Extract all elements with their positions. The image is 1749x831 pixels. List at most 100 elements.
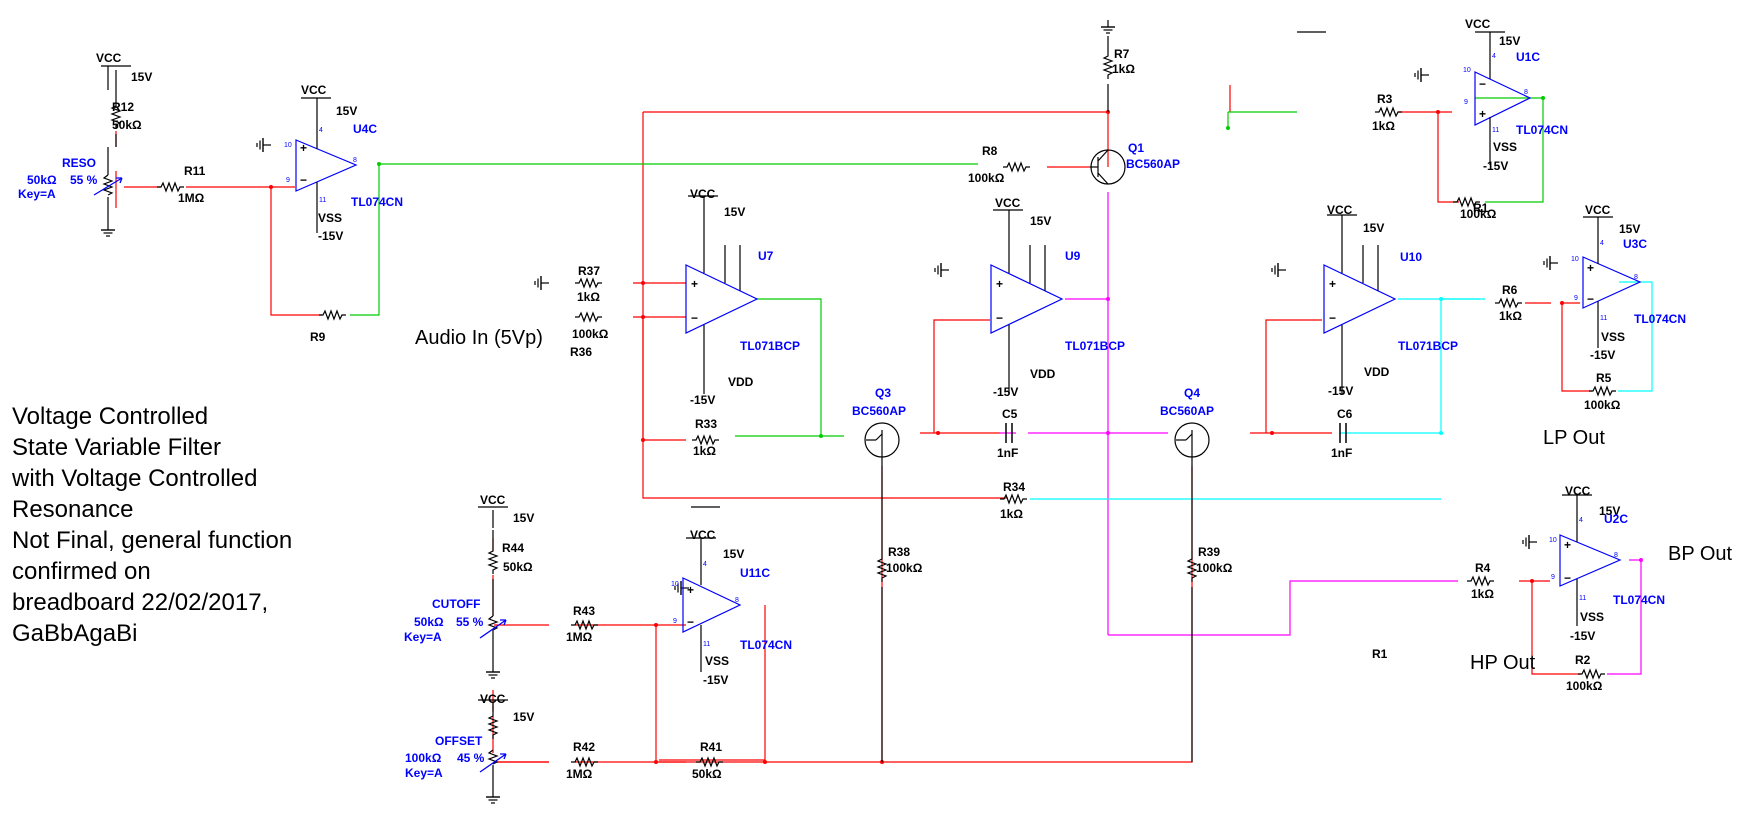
resistor-id: R44 [502, 541, 524, 555]
resistor-value: 1kΩ [1112, 62, 1135, 76]
opamp-id: U4C [353, 122, 377, 136]
resistor-id: R43 [573, 604, 595, 618]
svg-text:+: + [996, 277, 1003, 291]
capacitor-id: C5 [1002, 407, 1018, 421]
vcc-label: VCC [995, 196, 1021, 210]
resistor-value: 1kΩ [1499, 309, 1522, 323]
junction-dots [269, 110, 1564, 764]
vm15-label: -15V [318, 229, 343, 243]
transistor-part: BC560AP [1126, 157, 1180, 171]
vss-label: VSS [705, 654, 729, 668]
pot-value: 50kΩ [27, 173, 57, 187]
pot-name: OFFSET [435, 734, 483, 748]
v15-label: 15V [336, 104, 357, 118]
vm15-label: -15V [1590, 348, 1615, 362]
opamp-part: TL074CN [351, 195, 403, 209]
svg-text:9: 9 [286, 177, 290, 184]
svg-text:8: 8 [735, 597, 739, 604]
resistor-value: 50kΩ [692, 767, 722, 781]
hp-out-label: HP Out [1470, 652, 1536, 674]
description-line: breadboard 22/02/2017, [12, 589, 269, 616]
description-line: with Voltage Controlled [12, 465, 258, 492]
signal-labels: Audio In (5Vp) LP Out BP Out HP Out [415, 327, 1733, 674]
svg-text:−: − [300, 173, 307, 187]
resistor-id: R39 [1198, 545, 1220, 559]
opamp-part: TL071BCP [1398, 339, 1458, 353]
svg-text:+: + [1564, 538, 1571, 552]
vcc-label: VCC [1465, 17, 1491, 31]
resistor-id: R1 [1473, 201, 1489, 215]
potentiometers [102, 147, 499, 790]
pot-percent: 55 % [70, 173, 98, 187]
description-line: Voltage Controlled [12, 403, 209, 430]
svg-text:10: 10 [1463, 67, 1471, 74]
transistor-id: Q4 [1184, 386, 1200, 400]
svg-text:+: + [1587, 261, 1594, 275]
v15-label: 15V [1363, 221, 1384, 235]
v15-label: 15V [513, 710, 534, 724]
resistor-id: R6 [1502, 283, 1518, 297]
vss-label: VSS [318, 211, 342, 225]
svg-text:8: 8 [353, 157, 357, 164]
svg-text:10: 10 [1549, 537, 1557, 544]
capacitor-value: 1nF [997, 446, 1018, 460]
opamp-part: TL071BCP [740, 339, 800, 353]
vcc-label: VCC [301, 83, 327, 97]
junction-dots-colored [377, 96, 1643, 562]
resistor-id: R2 [1575, 653, 1591, 667]
resistor-value: 1kΩ [1471, 587, 1494, 601]
vcc-label: VCC [1565, 484, 1591, 498]
resistor-value: 1kΩ [577, 290, 600, 304]
v15-label: 15V [1499, 34, 1520, 48]
svg-text:+: + [687, 583, 694, 597]
transistor-labels: Q1 BC560AP Q3 BC560AP Q4 BC560AP [852, 141, 1214, 418]
opamp-part: TL074CN [1516, 123, 1568, 137]
svg-text:11: 11 [1600, 315, 1607, 322]
description-line: State Variable Filter [12, 434, 221, 461]
pot-key: Key=A [405, 766, 443, 780]
svg-text:−: − [687, 615, 694, 629]
bp-out-label: BP Out [1668, 543, 1733, 565]
svg-text:9: 9 [1574, 295, 1578, 302]
resistor-id: R37 [578, 264, 600, 278]
transistors [864, 149, 1210, 466]
svg-text:+: + [300, 141, 307, 155]
opamp-id: U2C [1604, 512, 1628, 526]
svg-text:11: 11 [319, 197, 326, 204]
vcc-label: VCC [480, 692, 506, 706]
pot-percent: 55 % [456, 615, 484, 629]
svg-text:8: 8 [1614, 552, 1618, 559]
transistor-part: BC560AP [852, 404, 906, 418]
opamp-id: U11C [740, 566, 770, 580]
resistor-id: R4 [1475, 561, 1491, 575]
transistor-id: Q1 [1128, 141, 1144, 155]
v15-label: 15V [1619, 222, 1640, 236]
vdd-label: VDD [1030, 367, 1056, 381]
resistor-value: 1kΩ [1372, 119, 1395, 133]
svg-text:−: − [1329, 311, 1336, 325]
pot-value: 100kΩ [405, 751, 442, 765]
opamp-id: U3C [1623, 237, 1647, 251]
capacitor-value: 1nF [1331, 446, 1352, 460]
svg-text:4: 4 [703, 561, 707, 568]
resistor-value: 1MΩ [566, 630, 593, 644]
svg-text:+: + [1329, 277, 1336, 291]
svg-text:8: 8 [1634, 274, 1638, 281]
svg-text:4: 4 [1492, 53, 1496, 60]
supply-labels: VCC 15V VCC 15V VSS -15V VCC 15V VSS -15… [96, 17, 1640, 724]
resistor-id: R5 [1596, 371, 1612, 385]
transistor-part: BC560AP [1160, 404, 1214, 418]
svg-text:−: − [691, 311, 698, 325]
svg-text:4: 4 [1579, 517, 1583, 524]
svg-text:9: 9 [673, 618, 677, 625]
description-line: confirmed on [12, 558, 151, 585]
v15-label: 15V [723, 547, 744, 561]
pot-key: Key=A [404, 630, 442, 644]
capacitor-symbols [1005, 423, 1347, 443]
pot-name: CUTOFF [432, 597, 480, 611]
resistor-value: 50kΩ [112, 118, 142, 132]
svg-text:11: 11 [1579, 595, 1586, 602]
capacitor-id: C6 [1337, 407, 1353, 421]
svg-text:−: − [1479, 77, 1486, 91]
